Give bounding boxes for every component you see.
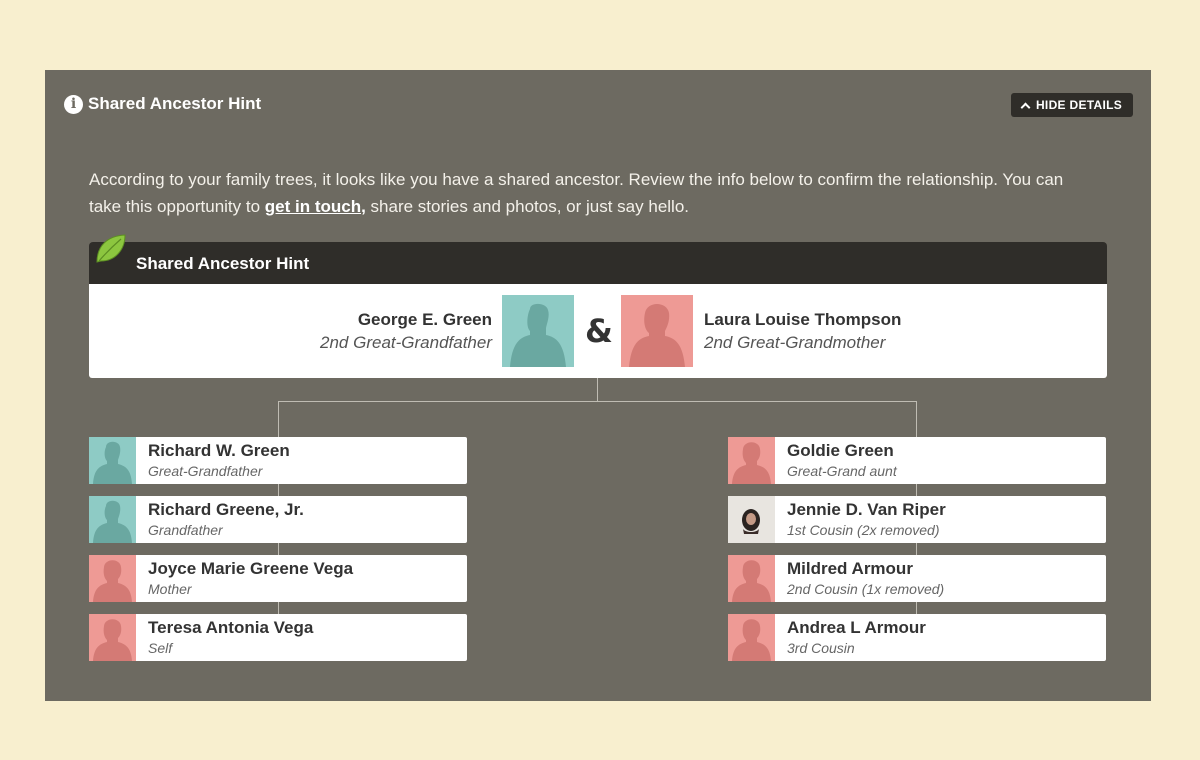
ancestor-right-name: Laura Louise Thompson: [704, 310, 902, 329]
hide-details-label: HIDE DETAILS: [1035, 98, 1123, 112]
ancestor-left-name: George E. Green: [357, 310, 492, 329]
female-avatar-icon: [89, 614, 136, 661]
female-avatar-icon: [89, 555, 136, 602]
female-avatar-icon: [621, 295, 693, 367]
ancestor-couple: George E. Green 2nd Great-Grandfather & …: [89, 284, 1107, 378]
ancestor-left-relation: 2nd Great-Grandfather: [320, 333, 492, 352]
intro-before: According to your family trees, it looks…: [89, 170, 1064, 216]
panel-header: i Shared Ancestor Hint: [64, 94, 261, 114]
info-icon: i: [64, 94, 83, 114]
hint-title: Shared Ancestor Hint: [136, 254, 310, 273]
person-name: Jennie D. Van Riper: [787, 500, 946, 519]
person-name: Teresa Antonia Vega: [148, 618, 314, 637]
person-relation: 1st Cousin (2x removed): [787, 522, 940, 538]
shared-ancestor-panel: i Shared Ancestor Hint HIDE DETAILS Acco…: [45, 70, 1151, 701]
person-relation: Grandfather: [148, 522, 223, 538]
person-relation: 3rd Cousin: [787, 640, 855, 656]
connector-horizontal: [278, 401, 917, 402]
person-text: Jennie D. Van Riper 1st Cousin (2x remove…: [775, 496, 946, 543]
person-relation: Mother: [148, 581, 192, 597]
panel-title: Shared Ancestor Hint: [88, 94, 262, 113]
hide-details-button[interactable]: HIDE DETAILS: [1011, 93, 1133, 117]
intro-after: share stories and photos, or just say he…: [365, 197, 690, 216]
right-person-card[interactable]: Jennie D. Van Riper 1st Cousin (2x remove…: [728, 496, 1106, 543]
profile-photo: [728, 496, 775, 543]
male-avatar-icon: [89, 437, 136, 484]
female-avatar-icon: [728, 437, 775, 484]
person-relation: Great-Grandfather: [148, 463, 263, 479]
person-name: Richard Greene, Jr.: [148, 500, 304, 519]
person-name: Mildred Armour: [787, 559, 913, 578]
connector-stem: [597, 378, 598, 401]
ancestor-left[interactable]: George E. Green 2nd Great-Grandfather: [320, 310, 492, 353]
chevron-up-icon: [1020, 102, 1031, 112]
person-text: Richard Greene, Jr. Grandfather: [136, 496, 304, 543]
person-name: Goldie Green: [787, 441, 894, 460]
person-text: Andrea L Armour 3rd Cousin: [775, 614, 926, 661]
right-person-card[interactable]: Andrea L Armour 3rd Cousin: [728, 614, 1106, 661]
female-avatar-icon: [728, 555, 775, 602]
get-in-touch-link[interactable]: get in touch,: [264, 197, 366, 216]
female-avatar-icon: [728, 614, 775, 661]
ampersand: &: [585, 312, 613, 350]
person-relation: Self: [148, 640, 173, 656]
hint-bar: Shared Ancestor Hint: [89, 234, 1107, 284]
person-relation: 2nd Cousin (1x removed): [787, 581, 945, 597]
male-avatar-icon: [89, 496, 136, 543]
person-relation: Great-Grand aunt: [787, 463, 897, 479]
male-avatar-icon: [502, 295, 574, 367]
person-name: Joyce Marie Greene Vega: [148, 559, 354, 578]
hint-card: Shared Ancestor Hint George E. Green 2nd…: [89, 234, 1107, 378]
leaf-icon: [96, 234, 126, 263]
ancestor-right[interactable]: Laura Louise Thompson 2nd Great-Grandmot…: [704, 310, 901, 353]
ancestor-right-relation: 2nd Great-Grandmother: [704, 333, 886, 352]
person-name: Andrea L Armour: [787, 618, 926, 637]
intro-text: According to your family trees, it looks…: [89, 166, 1099, 220]
left-person-card[interactable]: Richard Greene, Jr. Grandfather: [89, 496, 467, 543]
right-person-card[interactable]: Mildred Armour 2nd Cousin (1x removed): [728, 555, 1106, 602]
person-text: Mildred Armour 2nd Cousin (1x removed): [775, 555, 944, 602]
person-name: Richard W. Green: [148, 441, 290, 460]
